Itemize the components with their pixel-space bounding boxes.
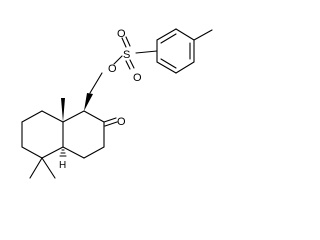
- aryl-sulfur-bond: [135, 50, 158, 54]
- sulfonyl-double-bonds: [121, 36, 135, 70]
- ketone-double-bond: [103, 117, 118, 127]
- oxygen-methylene-bond: [89, 72, 103, 94]
- sulfonyl-oxygen-bottom-label: O: [133, 72, 142, 84]
- fusion-hydrogen-label: H: [59, 160, 66, 171]
- tolyl-ring: [156, 28, 195, 74]
- gem-methyl-1: [29, 157, 43, 179]
- sulfonyl-oxygen-top-label: O: [117, 28, 126, 40]
- methylene-wedge: [84, 93, 93, 111]
- ketone-oxygen-label: O: [117, 116, 126, 128]
- ester-oxygen-label: O: [108, 63, 117, 75]
- angular-methyl-wedge: [61, 98, 65, 122]
- gem-methyl-2: [41, 157, 56, 179]
- fusion-hydrogen-hash: [59, 149, 67, 157]
- molecule-drawing: O S O O O H: [21, 28, 213, 179]
- sulfur-label: S: [123, 49, 130, 61]
- para-methyl-bond: [193, 29, 213, 41]
- decalin-skeleton: [21, 110, 105, 159]
- sulfur-oxygen-bond: [113, 55, 123, 65]
- structure-diagram: O S O O O H: [21, 28, 213, 179]
